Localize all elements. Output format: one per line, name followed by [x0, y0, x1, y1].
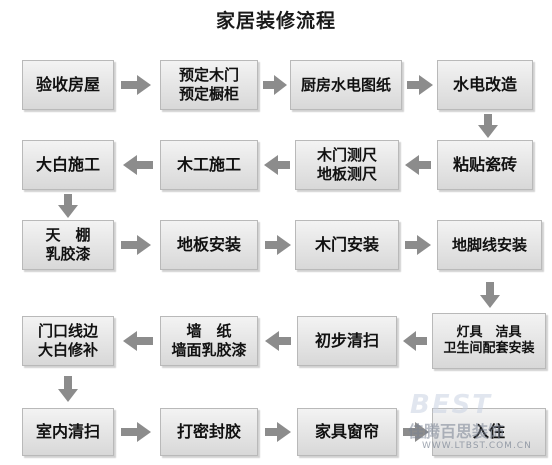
step-box: 木门测尺 地板测尺	[295, 140, 399, 190]
step-box: 入住	[432, 408, 546, 456]
step-box: 预定木门 预定橱柜	[160, 60, 258, 110]
step-label: 灯具 洁具 卫生间配套安装	[443, 324, 535, 356]
step-label: 门口线边 大白修补	[37, 322, 98, 359]
arrow-left-icon	[123, 155, 153, 175]
arrow-left-icon	[265, 331, 291, 351]
step-label: 地板安装	[176, 235, 241, 254]
step-box: 初步清扫	[297, 316, 397, 366]
arrow-down-icon	[58, 194, 78, 218]
step-box: 木工施工	[160, 140, 258, 190]
step-label: 粘贴瓷砖	[452, 155, 517, 174]
step-box: 灯具 洁具 卫生间配套安装	[432, 313, 546, 369]
step-label: 厨房水电图纸	[300, 75, 391, 94]
step-box: 验收房屋	[22, 60, 114, 110]
step-box: 打密封胶	[160, 408, 258, 456]
step-label: 水电改造	[452, 75, 517, 94]
step-box: 地板安装	[160, 220, 258, 270]
step-box: 厨房水电图纸	[290, 60, 402, 110]
step-label: 大白施工	[35, 155, 100, 174]
step-box: 门口线边 大白修补	[22, 316, 114, 366]
step-box: 天 棚 乳胶漆	[22, 220, 114, 270]
arrow-left-icon	[264, 155, 290, 175]
step-label: 木工施工	[176, 155, 241, 174]
step-box: 室内清扫	[22, 408, 114, 456]
step-label: 地脚线安装	[451, 235, 527, 254]
arrow-left-icon	[405, 155, 431, 175]
step-label: 木门安装	[314, 235, 379, 254]
step-label: 家具窗帘	[314, 422, 379, 441]
arrow-left-icon	[403, 331, 427, 351]
step-label: 入住	[472, 422, 505, 441]
arrow-right-icon	[403, 422, 429, 442]
step-box: 木门安装	[295, 220, 399, 270]
arrow-right-icon	[265, 422, 291, 442]
step-box: 墙 纸 墙面乳胶漆	[160, 316, 258, 366]
step-label: 打密封胶	[176, 422, 241, 441]
arrow-right-icon	[405, 235, 431, 255]
arrow-right-icon	[263, 75, 287, 95]
arrow-down-icon	[480, 282, 500, 308]
step-label: 验收房屋	[35, 75, 100, 94]
arrow-right-icon	[407, 75, 433, 95]
step-box: 大白施工	[22, 140, 114, 190]
step-box: 地脚线安装	[437, 220, 542, 270]
arrow-down-icon	[58, 376, 78, 402]
step-label: 预定木门 预定橱柜	[178, 66, 239, 103]
arrow-right-icon	[121, 422, 151, 442]
flowchart-title: 家居装修流程	[215, 10, 336, 32]
step-box: 粘贴瓷砖	[437, 140, 533, 190]
step-box: 水电改造	[437, 60, 533, 110]
step-label: 木门测尺 地板测尺	[316, 146, 377, 183]
arrow-left-icon	[123, 331, 153, 351]
step-box: 家具窗帘	[297, 408, 397, 456]
arrow-right-icon	[121, 75, 151, 95]
step-label: 墙 纸 墙面乳胶漆	[171, 322, 247, 359]
arrow-right-icon	[121, 235, 151, 255]
step-label: 初步清扫	[314, 331, 379, 350]
step-label: 天 棚 乳胶漆	[45, 226, 91, 263]
arrow-down-icon	[478, 114, 498, 138]
arrow-right-icon	[265, 235, 291, 255]
step-label: 室内清扫	[35, 422, 100, 441]
